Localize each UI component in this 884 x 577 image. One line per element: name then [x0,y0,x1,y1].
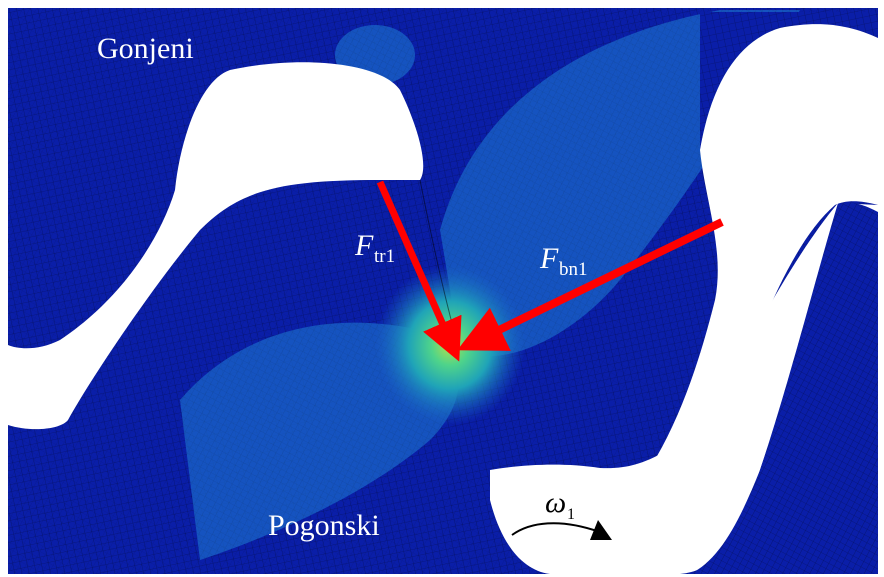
rotation-symbol: ω [545,486,566,519]
tangential-force-label: F tr1 [354,229,395,267]
tangential-force-subscript: tr1 [374,246,395,267]
rotation-arrow-path [511,522,601,536]
driven-gear-right-tooth [650,12,878,468]
normal-force-subscript: bn1 [559,259,588,280]
tooth-gaps [8,62,878,574]
normal-force-arrow [457,218,724,351]
driving-gear-right-tooth [690,202,878,574]
rotation-label: ω 1 [545,486,575,523]
rotation-arrowhead [590,520,612,540]
tangential-force-symbol: F [354,229,374,262]
normal-force-label: F bn1 [539,242,588,280]
driving-gear-label: Pogonski [268,509,380,542]
tangential-force-arrow [376,180,462,362]
normal-force-symbol: F [539,242,559,275]
rotation-subscript: 1 [567,506,575,523]
driven-gear-label: Gonjeni [97,32,194,65]
